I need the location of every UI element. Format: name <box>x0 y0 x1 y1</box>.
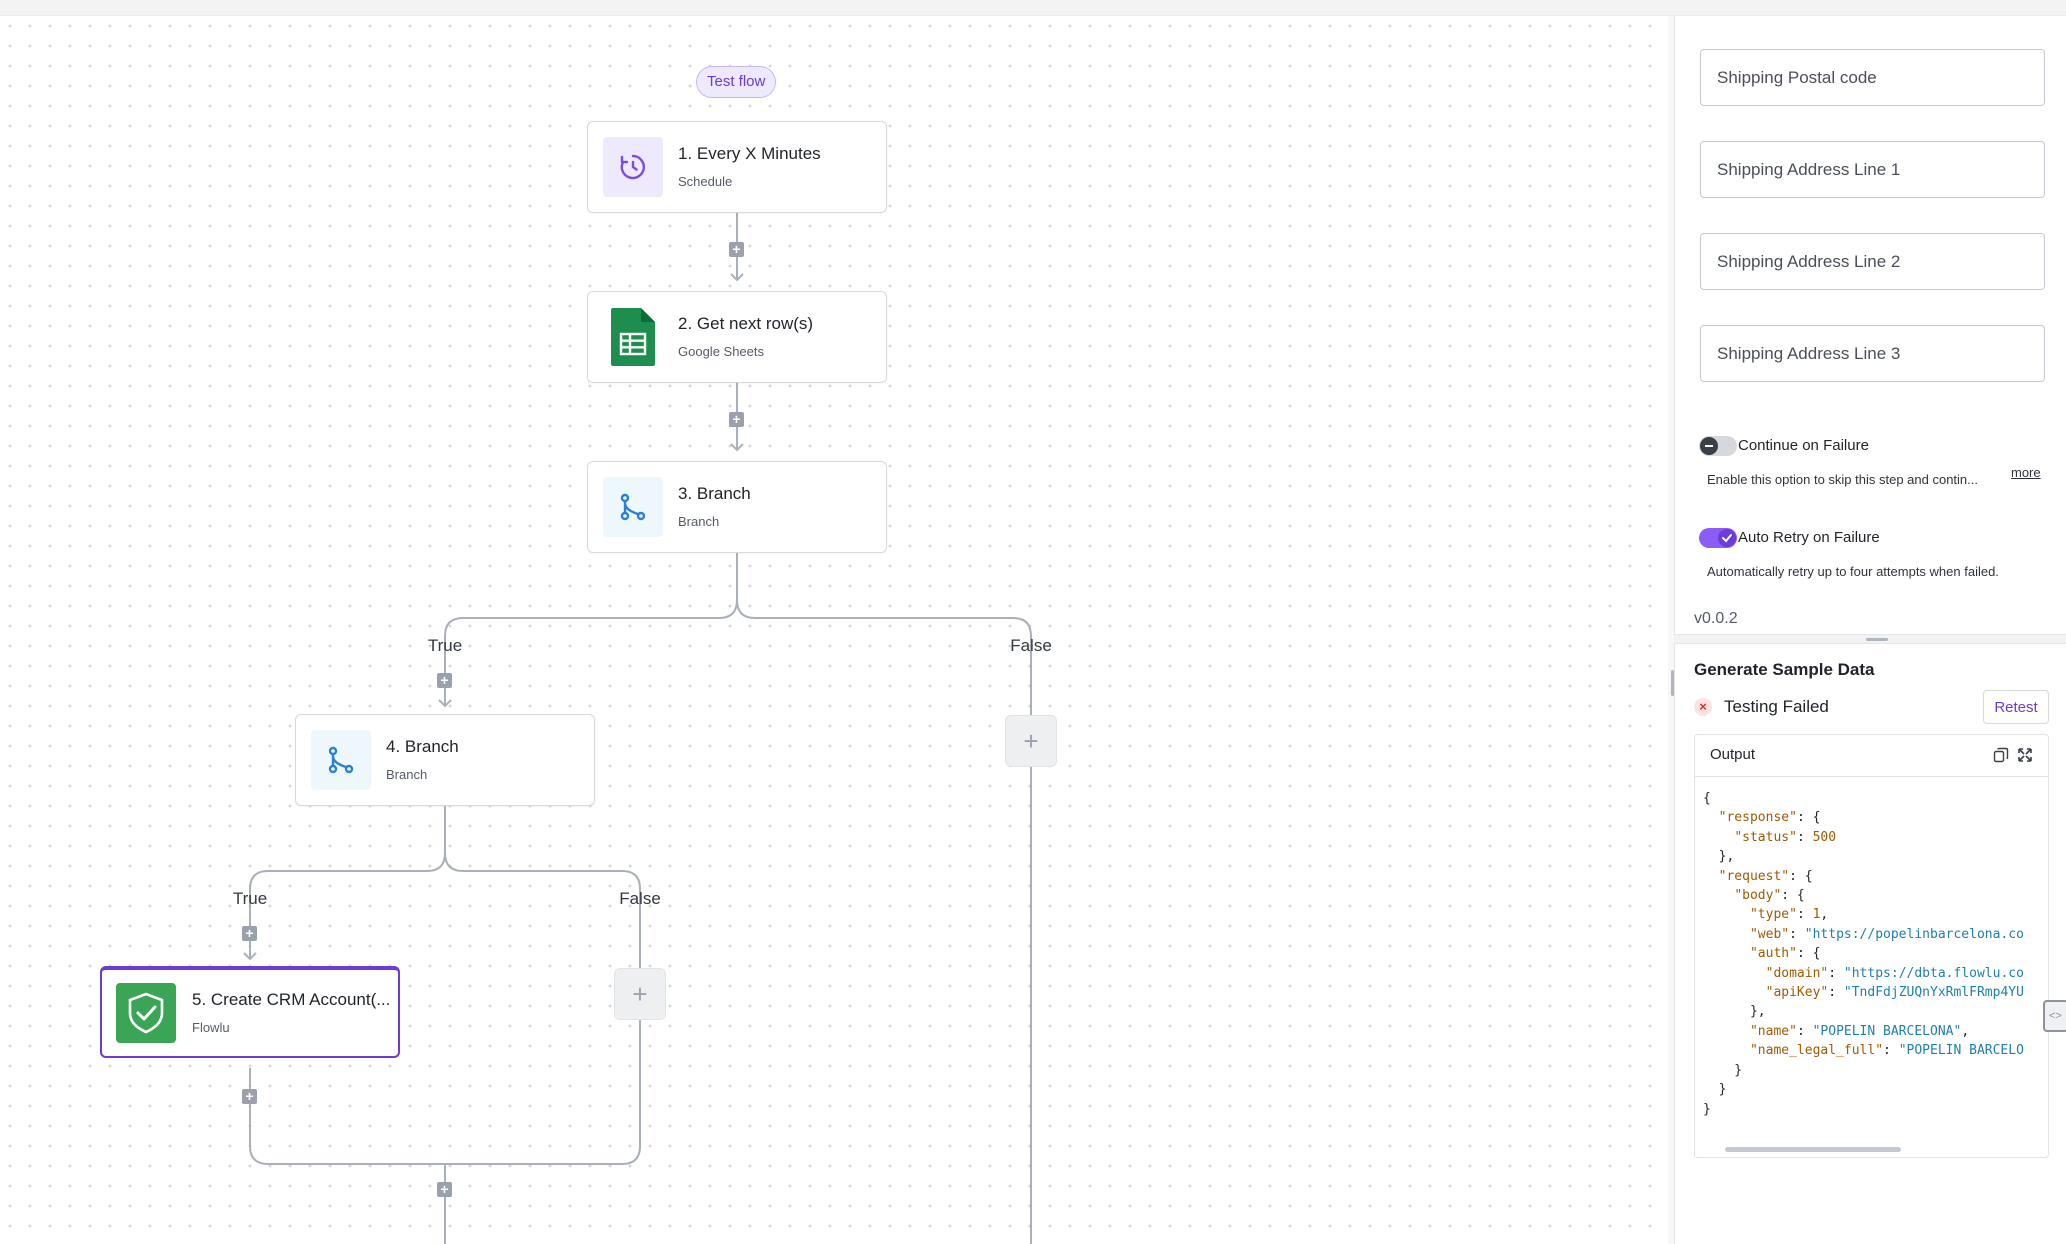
step-title: 5. Create CRM Account(... <box>192 990 391 1009</box>
step-2-get-next-rows[interactable]: 2. Get next row(s) Google Sheets <box>587 291 887 383</box>
branch-false-label: False <box>619 889 661 908</box>
output-header: Output <box>1695 735 2048 777</box>
shipping-address-line-3-field[interactable] <box>1700 325 2045 382</box>
step-3-branch[interactable]: 3. Branch Branch <box>587 461 887 553</box>
add-step-button[interactable]: + <box>729 242 744 257</box>
toggle-knob <box>1700 437 1718 455</box>
branch-true-label: True <box>427 636 463 655</box>
collapse-panel-tab[interactable]: <> <box>2043 1000 2066 1032</box>
retest-button[interactable]: Retest <box>1983 690 2049 724</box>
output-title: Output <box>1710 746 1756 763</box>
add-step-false-branch[interactable]: + <box>614 968 666 1020</box>
step-4-branch[interactable]: 4. Branch Branch <box>295 714 595 806</box>
test-flow-button[interactable]: Test flow <box>696 66 777 98</box>
add-step-false-branch[interactable]: + <box>1005 715 1057 767</box>
branch-true-label: True <box>232 889 268 908</box>
add-step-button[interactable]: + <box>729 412 744 427</box>
toggle-knob <box>1718 529 1736 547</box>
more-link[interactable]: more <box>2011 465 2041 480</box>
step-title: 1. Every X Minutes <box>678 144 821 163</box>
panel-resize-divider[interactable] <box>1668 16 1674 1244</box>
step-subtitle: Schedule <box>678 174 733 189</box>
step-subtitle: Branch <box>678 514 720 529</box>
auto-retry-label: Auto Retry on Failure <box>1738 529 1880 546</box>
continue-on-failure-label: Continue on Failure <box>1738 437 1869 454</box>
continue-on-failure-toggle[interactable] <box>1699 436 1737 456</box>
google-sheets-icon <box>603 307 663 367</box>
step-1-every-x-minutes[interactable]: 1. Every X Minutes Schedule <box>587 121 887 213</box>
piece-version: v0.0.2 <box>1694 610 1738 627</box>
generate-sample-data-title: Generate Sample Data <box>1694 660 1875 679</box>
top-bar <box>0 0 2066 16</box>
expand-icon[interactable] <box>2017 747 2033 763</box>
branch-false-label: False <box>1010 636 1052 655</box>
step-subtitle: Flowlu <box>192 1020 230 1035</box>
branch-icon <box>311 730 371 790</box>
output-json: { "response": { "status": 500 }, "reques… <box>1703 791 2024 1117</box>
flowlu-icon <box>116 983 176 1043</box>
auto-retry-help: Automatically retry up to four attempts … <box>1707 564 1999 579</box>
step-title: 3. Branch <box>678 484 751 503</box>
horizontal-scrollbar[interactable] <box>1725 1147 1901 1152</box>
step-subtitle: Branch <box>386 767 428 782</box>
check-icon <box>1722 534 1732 543</box>
step-5-create-crm-account[interactable]: 5. Create CRM Account(... Flowlu <box>100 966 400 1058</box>
step-subtitle: Google Sheets <box>678 344 765 359</box>
auto-retry-toggle[interactable] <box>1699 528 1737 548</box>
flow-connectors <box>243 209 1032 1244</box>
shipping-postal-code-field[interactable] <box>1700 49 2045 106</box>
step-title: 4. Branch <box>386 737 459 756</box>
add-step-button[interactable]: + <box>437 1182 452 1197</box>
copy-icon[interactable] <box>1993 747 2009 763</box>
continue-on-failure-help: Enable this option to skip this step and… <box>1707 472 1979 487</box>
add-step-button[interactable]: + <box>437 673 452 688</box>
testing-status: Testing Failed <box>1724 697 1829 716</box>
add-step-button[interactable]: + <box>242 1089 257 1104</box>
error-icon: × <box>1694 698 1712 716</box>
flow-canvas[interactable]: Test flow 1. Every X Minutes Schedule + … <box>0 16 1668 1244</box>
schedule-icon <box>603 137 663 197</box>
split-grip[interactable] <box>1866 638 1888 641</box>
shipping-address-line-2-field[interactable] <box>1700 233 2045 290</box>
branch-icon <box>603 477 663 537</box>
add-step-button[interactable]: + <box>242 926 257 941</box>
step-title: 2. Get next row(s) <box>678 314 814 333</box>
output-viewer[interactable]: Output { "response": { "status": 500 }, … <box>1694 734 2049 1158</box>
shipping-address-line-1-field[interactable] <box>1700 141 2045 198</box>
panel-resize-handle[interactable] <box>1671 670 1674 696</box>
